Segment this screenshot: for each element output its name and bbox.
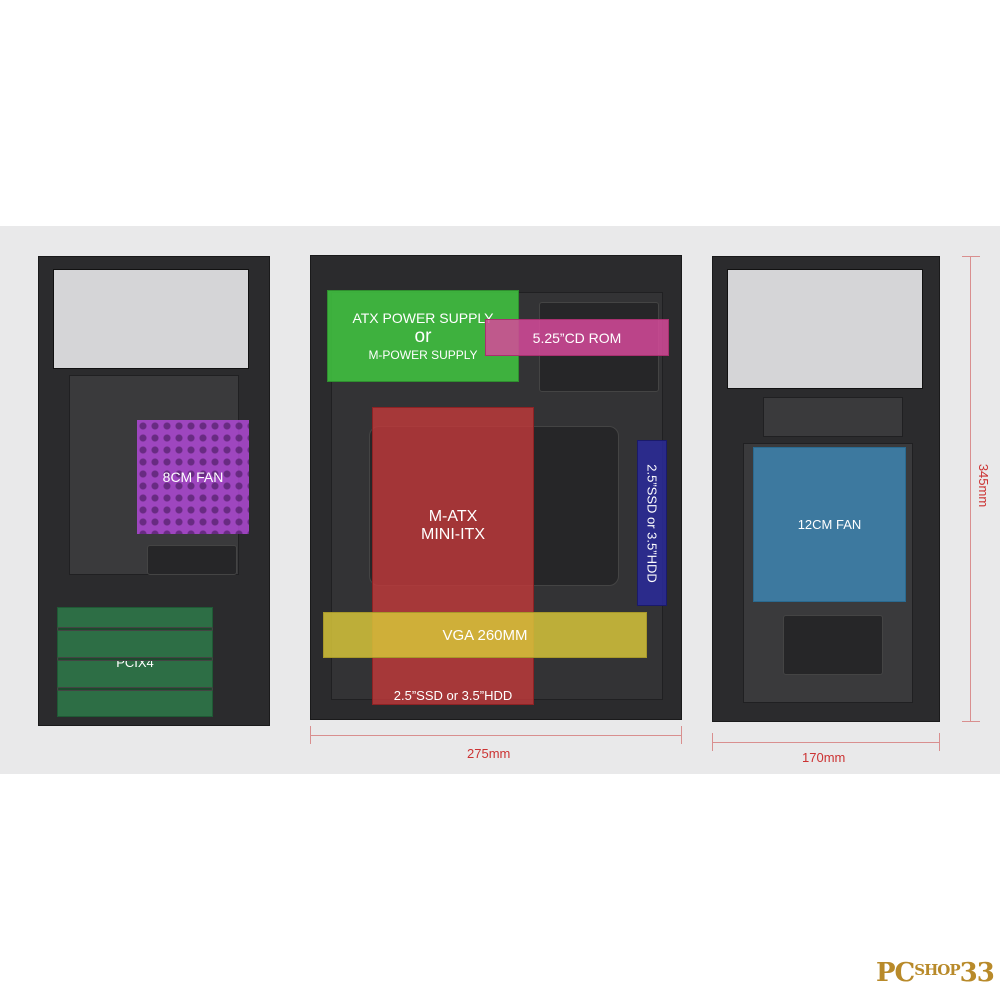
pci-slot-bracket: [57, 627, 213, 631]
psu-label-line1: ATX POWER SUPPLY: [352, 310, 494, 326]
psu-label-line3: M-POWER SUPPLY: [368, 348, 478, 362]
pci-slot-bracket: [57, 687, 213, 691]
height-dimension-tick-bottom: [962, 721, 980, 722]
case-height-dimension: 345mm: [976, 463, 992, 508]
ssd-side-label: 2.5”SSD or 3.5”HDD: [644, 463, 660, 583]
case-width-dimension: 275mm: [467, 746, 511, 761]
pci-slots-zone: PCIX4: [57, 607, 213, 717]
ssd-bottom-zone: 2.5”SSD or 3.5”HDD: [372, 684, 534, 706]
watermark-number: 33: [959, 958, 995, 988]
motherboard-label-line1: M-ATX: [428, 508, 478, 525]
motherboard-zone: M-ATX MINI-ITX: [372, 407, 534, 705]
front-cutout: [783, 615, 883, 675]
depth-dimension-line: [712, 742, 940, 743]
fan-120mm-label: 12CM FAN: [797, 517, 862, 532]
rear-io-cutout: [147, 545, 237, 575]
vga-label: VGA 260MM: [442, 626, 528, 644]
fan-80mm-zone: 8CM FAN: [137, 420, 249, 534]
motherboard-label-line2: MINI-ITX: [421, 526, 485, 543]
front-bay: [763, 397, 903, 437]
ssd-bottom-label: 2.5”SSD or 3.5”HDD: [393, 687, 513, 703]
case-rear-view: 8CM FAN PCIX4: [38, 256, 270, 726]
case-depth-dimension: 170mm: [802, 750, 846, 765]
pci-slot-bracket: [57, 657, 213, 661]
fan-120mm-zone: 12CM FAN: [753, 447, 906, 602]
cdrom-zone: 5.25”CD ROM: [485, 319, 669, 356]
width-dimension-line: [310, 735, 682, 736]
height-dimension-line: [970, 256, 971, 722]
shop-watermark-logo: PCSHOP33: [876, 958, 995, 988]
psu-label-line2: or: [414, 326, 432, 347]
watermark-brand: PC: [876, 958, 915, 988]
width-dimension-tick-right: [681, 726, 682, 744]
depth-dimension-tick-left: [712, 733, 713, 751]
drive-bay-opening: [727, 269, 923, 389]
vga-zone: VGA 260MM: [323, 612, 647, 658]
height-dimension-tick-top: [962, 256, 980, 257]
cdrom-label: 5.25”CD ROM: [532, 329, 622, 346]
width-dimension-tick-left: [310, 726, 311, 744]
ssd-side-zone: 2.5”SSD or 3.5”HDD: [637, 440, 667, 606]
psu-opening: [53, 269, 249, 369]
depth-dimension-tick-right: [939, 733, 940, 751]
fan-80mm-label: 8CM FAN: [162, 469, 224, 485]
watermark-shop: SHOP: [914, 961, 960, 979]
